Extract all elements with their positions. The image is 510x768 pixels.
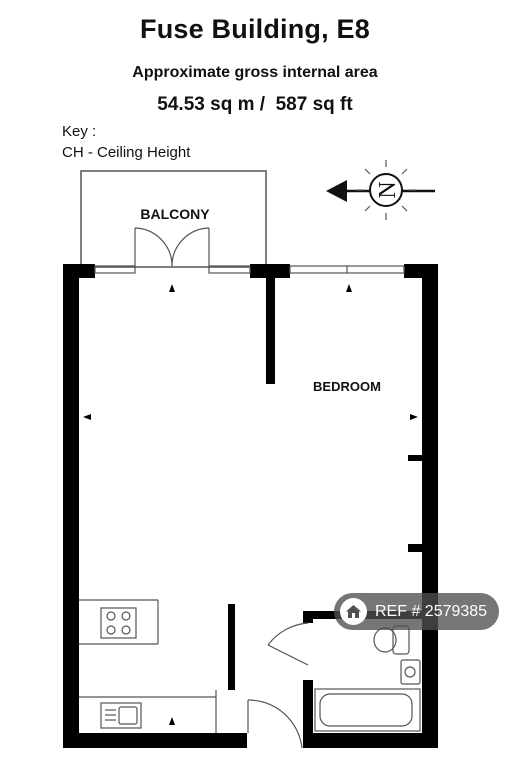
kitchen-counter [79, 599, 217, 733]
plan-subtitle: Approximate gross internal area [132, 64, 378, 81]
area-line: 54.53 sq m / 587 sq ft [0, 94, 510, 116]
bedroom-label: BEDROOM [313, 379, 381, 394]
bathtub [314, 688, 421, 732]
north-arrow-icon: N [326, 160, 435, 220]
key-item-ceiling-height: CH - Ceiling Height [62, 144, 191, 161]
balcony-label: BALCONY [140, 206, 210, 222]
partition-wall [228, 604, 235, 690]
toilet [373, 625, 410, 655]
bedroom-partition [266, 268, 422, 552]
house-icon [340, 598, 367, 625]
basin [400, 659, 421, 685]
area-sqft: 587 sq ft [275, 94, 353, 115]
hob-icon [100, 607, 137, 639]
plan-title: Fuse Building, E8 [140, 14, 370, 44]
sink-icon [100, 702, 142, 729]
balcony: BALCONY [80, 170, 267, 268]
balcony-french-doors [134, 227, 210, 268]
compass-letter: N [375, 181, 401, 198]
exterior-walls [63, 264, 438, 748]
top-windows [94, 265, 405, 274]
area-sqm: 54.53 sq m / [157, 94, 266, 115]
bathroom-door [267, 622, 309, 666]
ceiling-height-markers [83, 284, 418, 725]
key-legend: Key : CH - Ceiling Height [62, 121, 190, 163]
key-title: Key : [62, 123, 97, 140]
reference-text: REF # 2579385 [375, 602, 488, 620]
entrance-door [247, 699, 303, 749]
reference-watermark: REF # 2579385 [334, 593, 499, 630]
